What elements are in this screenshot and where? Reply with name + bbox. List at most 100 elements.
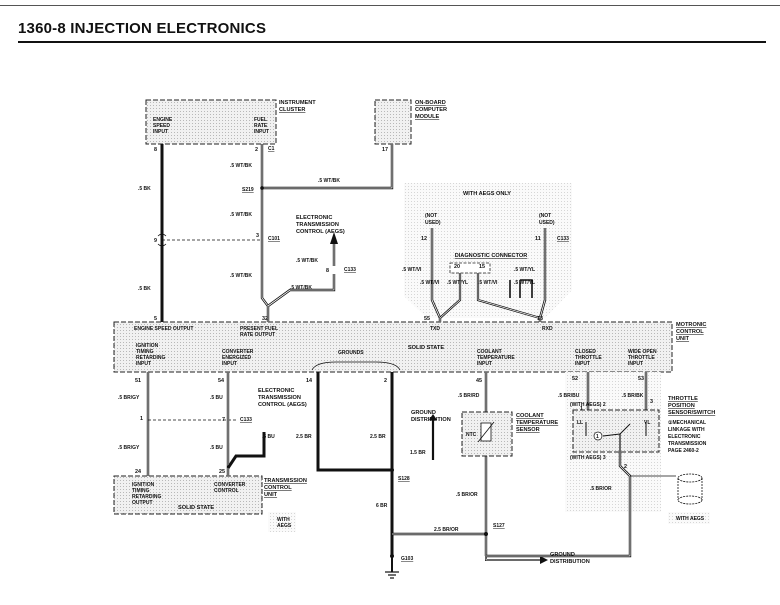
header-rule-top [0,5,780,6]
wire-label-wtvi-3: .5 WT/VI [478,280,498,286]
wide-open-3: INPUT [628,361,643,367]
wire-label-wtyl-3: .5 WT/YL [514,280,535,286]
wire-label-bk-2: .5 BK [138,286,151,292]
instrument-cluster-title-2: CLUSTER [279,107,305,113]
wire-label-brgy-1: .5 BR/GY [118,395,140,401]
onboard-computer-title-2: COMPUTER [415,107,447,113]
wire-label-bror25: 2.5 BR/OR [434,527,459,533]
wide-open-1: WIDE OPEN [628,349,657,355]
pin-5: 5 [154,316,157,322]
wire-label-bu-2: .5 BU [210,445,223,451]
not-used-right-1: (NOT [539,213,551,219]
wire-label-brbk: .5 BR/BK [622,393,644,399]
grounds-label: GROUNDS [338,350,364,356]
motronic-title-2: CONTROL [676,329,704,335]
present-fuel-label-1: PRESENT FUEL [240,326,278,332]
wire-label-wtyl-2: .5 WT/YL [514,267,535,273]
wire-label-wtbk-4: .5 WT/BK [230,273,252,279]
coolant-input-3: INPUT [477,361,492,367]
ntc-label: NTC [466,432,477,438]
motronic-title-3: UNIT [676,336,690,342]
splice-g103 [390,554,394,558]
pin-1-throttle: 1 [580,406,583,412]
wire-ignition-timing [146,372,236,476]
connector-c133-a: C133 [344,267,356,273]
pin-54: 54 [218,378,224,384]
transmission-solid-state: SOLID STATE [178,505,214,511]
wire-label-bu-3: .5 BU [262,434,275,440]
splice-s219 [260,186,264,190]
ignition-output-4: OUTPUT [132,500,153,506]
with-aegs-trans-2: AEGS [277,523,292,529]
engine-speed-label-2: SPEED [153,123,170,129]
aegs-label-top-3: CONTROL (AEGS) [296,229,345,235]
throttle-note-4: TRANSMISSION [668,441,707,447]
throttle-switch-box: LL VL 1 (WITH AEGS) 2 (WITH AEGS) 3 THRO… [486,372,715,558]
throttle-title-2: POSITION [668,403,695,409]
ignition-input-4: INPUT [136,361,151,367]
not-used-left-1: (NOT [425,213,437,219]
wire-label-bror-1: .5 BR/OR [456,492,478,498]
pin-52: 52 [572,376,578,382]
ignition-output-3: RETARDING [132,494,161,500]
wire-label-wtyl-1: .5 WT/YL [447,280,468,286]
wire-label-brbu: .5 BR/BU [558,393,580,399]
coolant-input-1: COOLANT [477,349,502,355]
pin-32: 32 [262,316,268,322]
closed-throttle-3: INPUT [575,361,590,367]
wire-label-brrd: .5 BR/RD [458,393,480,399]
wire-label-br15: 1.5 BR [410,450,426,456]
converter-control-1: CONVERTER [214,482,246,488]
wire-label-wtbk-5: .5 WT/BK [296,258,318,264]
transmission-title-1: TRANSMISSION [264,478,307,484]
pin-24: 24 [135,469,141,475]
pin-2: 2 [255,147,258,153]
connector-c1: C1 [268,146,275,152]
pin-2b: 2 [384,378,387,384]
pin-12: 12 [421,236,427,242]
pin-8: 8 [154,147,157,153]
ground-dist-top-1: GROUND [411,410,436,416]
pin-1-trans: 1 [140,416,143,422]
ground-dist-bottom-2: DISTRIBUTION [550,559,590,565]
ignition-input-2: TIMING [136,349,154,355]
pin-13: 13 [537,316,543,322]
wire-label-br6: 6 BR [376,503,388,509]
connector-s128: S128 [398,476,410,482]
engine-speed-output-label: ENGINE SPEED OUTPUT [134,326,193,332]
coolant-sensor-box: NTC COOLANT TEMPERATURE SENSOR [461,372,558,457]
throttle-note-2: LINKAGE WITH [668,427,705,433]
present-fuel-label-2: RATE OUTPUT [240,332,275,338]
pin-45: 45 [476,378,482,384]
ignition-input-1: IGNITION [136,343,159,349]
wire-engine-speed [157,144,262,322]
converter-control-2: CONTROL [214,488,239,494]
instrument-cluster-title-1: INSTRUMENT [279,100,316,106]
pin-53: 53 [638,376,644,382]
circle-one-label: 1 [596,434,599,440]
motronic-title-1: MOTRONIC [676,322,706,328]
splice-s128 [390,468,394,472]
aegs-label-top-2: TRANSMISSION [296,222,339,228]
pin-15: 15 [479,264,485,270]
engine-speed-label-3: INPUT [153,129,168,135]
with-aegs-only-label: WITH AEGS ONLY [463,191,511,197]
connector-s127: S127 [493,523,505,529]
splice-points [260,186,488,558]
wire-label-wtbk-2: .5 WT/BK [318,178,340,184]
wire-converter [226,372,266,476]
ignition-output-2: TIMING [132,488,150,494]
fuel-rate-label-2: RATE [254,123,268,129]
pin-3-throttle: 3 [650,399,653,405]
aegs-label-mid-1: ELECTRONIC [258,388,294,394]
coolant-sensor-title-3: SENSOR [516,427,540,433]
wire-label-wtbk-3: .5 WT/BK [230,212,252,218]
pin-51: 51 [135,378,141,384]
converter-input-1: CONVERTER [222,349,254,355]
motronic-solid-state: SOLID STATE [408,345,444,351]
throttle-note-3: ELECTRONIC [668,434,701,440]
wire-label-wtvi-2: .5 WT/VI [420,280,440,286]
ignition-output-1: IGNITION [132,482,155,488]
transmission-control-unit-box: TRANSMISSION CONTROL UNIT IGNITION TIMIN… [113,475,307,532]
